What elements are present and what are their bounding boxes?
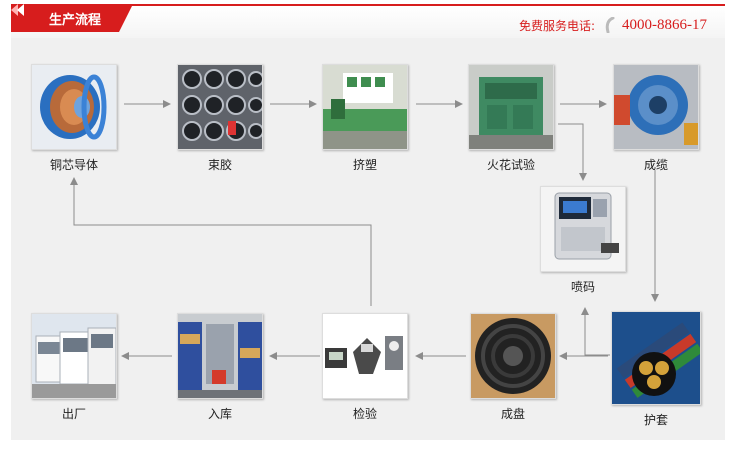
step-label: 检验 <box>352 407 377 421</box>
step-label: 铜芯导体 <box>49 158 98 172</box>
page-title: 生产流程 <box>49 13 102 28</box>
step-label: 挤塑 <box>352 158 377 172</box>
step-spark-test[interactable]: 火花试验 <box>466 64 556 173</box>
step-label: 护套 <box>643 413 668 427</box>
bobbins-icon <box>177 64 263 150</box>
step-label: 喷码 <box>570 280 595 294</box>
step-label: 入库 <box>207 407 232 421</box>
title-tab: 生产流程 <box>11 4 133 32</box>
step-coil[interactable]: 成盘 <box>468 313 558 422</box>
step-shipment[interactable]: 出厂 <box>29 313 119 422</box>
trucks-icon <box>31 313 117 399</box>
inkjet-printer-icon <box>540 186 626 272</box>
hotline-number[interactable]: 4000-8866-17 <box>622 16 707 33</box>
step-inkjet-print[interactable]: 喷码 <box>537 186 629 295</box>
arrow-spark-to-print <box>558 123 587 181</box>
step-warehouse[interactable]: 入库 <box>175 313 265 422</box>
step-bundle[interactable]: 束胶 <box>175 64 265 173</box>
cabling-machine-icon <box>613 64 699 150</box>
hotline-label: 免费服务电话: <box>518 18 595 33</box>
extrusion-line-icon <box>322 64 408 150</box>
step-label: 成盘 <box>500 407 525 421</box>
hotline: 免费服务电话: 4000-8866-17 <box>519 15 707 35</box>
phone-icon <box>605 17 615 33</box>
flow-icon <box>11 4 24 16</box>
step-label: 束胶 <box>207 158 232 172</box>
step-label: 出厂 <box>61 407 86 421</box>
panel-header: 生产流程 免费服务电话: 4000-8866-17 <box>11 4 725 38</box>
cable-reel-icon <box>470 313 556 399</box>
step-cabling[interactable]: 成缆 <box>611 64 701 173</box>
spark-tester-icon <box>468 64 554 150</box>
cable-cross-section-icon <box>611 311 701 405</box>
test-instruments-icon <box>322 313 408 399</box>
step-label: 火花试验 <box>486 158 535 172</box>
arrow-sheath-to-print <box>581 307 610 356</box>
copper-coil-icon <box>31 64 117 150</box>
step-copper-conductor[interactable]: 铜芯导体 <box>29 64 119 173</box>
step-inspection[interactable]: 检验 <box>320 313 410 422</box>
arrow-inspect-to-copper <box>70 177 372 306</box>
step-extrusion[interactable]: 挤塑 <box>320 64 410 173</box>
step-sheath[interactable]: 护套 <box>611 311 701 428</box>
step-label: 成缆 <box>643 158 668 172</box>
warehouse-icon <box>177 313 263 399</box>
